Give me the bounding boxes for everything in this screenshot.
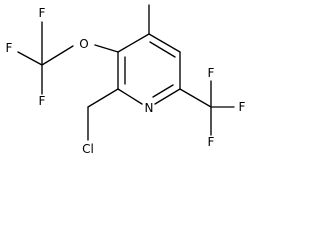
bond-lines xyxy=(17,4,235,141)
atom-f-bottom: F xyxy=(39,94,46,108)
atom-f-left: F xyxy=(6,41,13,55)
bond-c3-o xyxy=(94,44,119,53)
bond-ring-c6-n xyxy=(154,88,181,105)
bond-ring-n-c2 xyxy=(117,88,143,105)
atom-n-ring: N xyxy=(145,101,154,115)
chemical-structure: F F F O N F F F Cl xyxy=(6,4,246,156)
atom-o-ether: O xyxy=(79,37,88,51)
bond-c6-cf3 xyxy=(179,88,212,108)
bond-cf3-f-left xyxy=(17,51,43,66)
atom-labels: F F F O N F F F Cl xyxy=(6,6,246,156)
bond-ring-c6-n-inner xyxy=(152,84,174,98)
bond-c2-ch2 xyxy=(87,88,119,108)
bond-ring-c3-c4 xyxy=(117,33,150,53)
atom-cl: Cl xyxy=(82,142,94,156)
structure-canvas: F F F O N F F F Cl xyxy=(5,4,246,156)
bond-o-cf3 xyxy=(41,45,74,66)
atom-f-right-top: F xyxy=(208,66,215,80)
atom-f-top: F xyxy=(39,6,46,20)
bond-ring-c4-c5-inner xyxy=(149,41,176,58)
bond-ring-c4-c5 xyxy=(148,33,181,53)
atom-f-right-bottom: F xyxy=(208,135,215,149)
atom-f-right-side: F xyxy=(239,100,246,114)
